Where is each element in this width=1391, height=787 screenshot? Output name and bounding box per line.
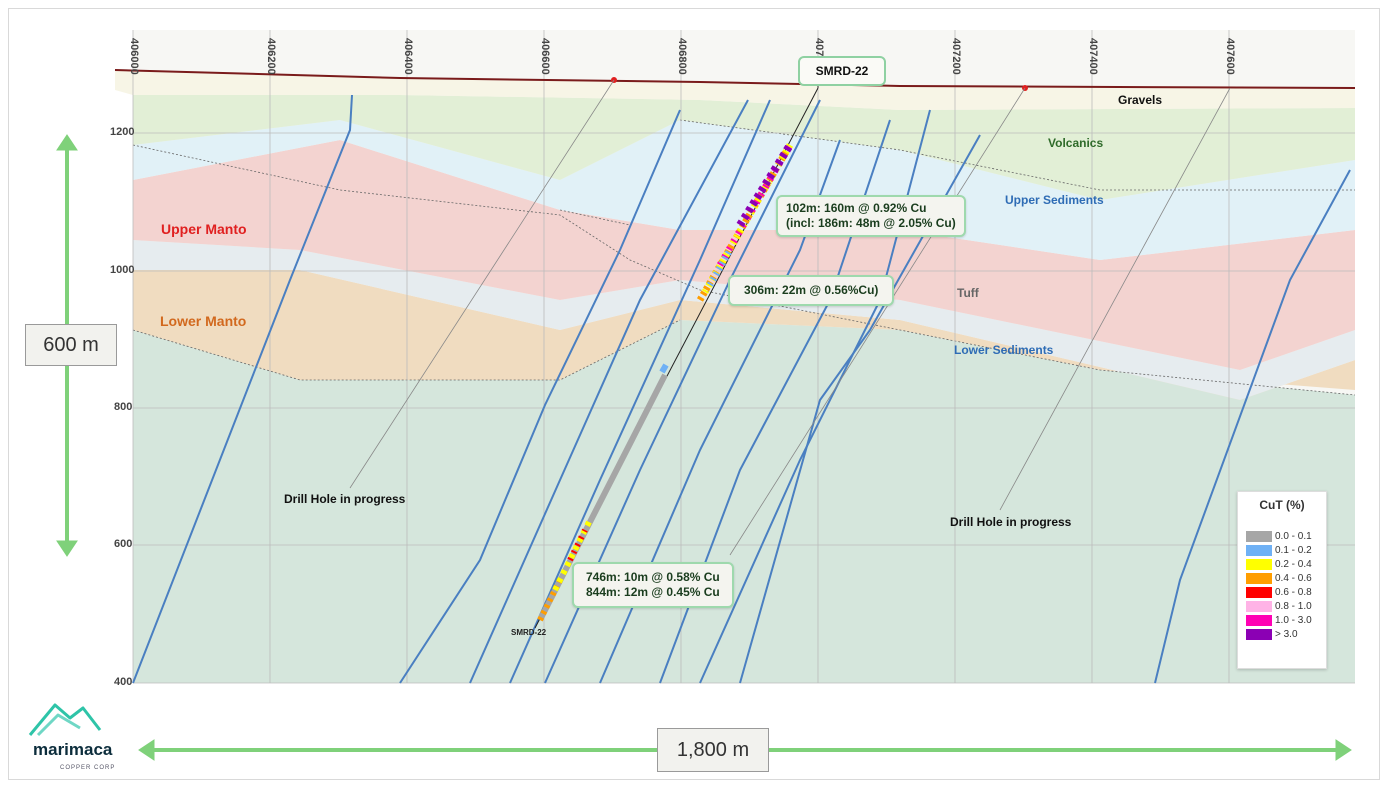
legend-item: 0.6 - 0.8 [1246,586,1312,599]
legend-swatch [1246,545,1272,556]
volcanics-zone [133,95,1355,200]
legend-swatch [1246,615,1272,626]
company-logo-sub: COPPER CORP [60,765,116,771]
x-tick: 407600 [1224,38,1236,75]
x-tick: 407400 [1087,38,1099,75]
legend-label: 0.8 - 1.0 [1275,601,1312,612]
assay-bars [537,142,794,622]
legend-swatch [1246,587,1272,598]
legend-item: 0.1 - 0.2 [1246,544,1312,557]
x-tick: 406200 [265,38,277,75]
drill-in-progress-label: Drill Hole in progress [950,515,1072,529]
callout-line: 746m: 10m @ 0.58% Cu [586,570,720,584]
topography-line [114,69,1356,89]
legend-label: 0.6 - 0.8 [1275,587,1312,598]
company-logo-icon [28,703,102,737]
drill-hole-label: SMRD-22 [798,56,886,86]
company-logo-name: marimaca [33,740,113,759]
legend-label: 1.0 - 3.0 [1275,615,1312,626]
x-tick: 406000 [128,38,140,75]
unit-label-upper-sediments: Upper Sediments [1005,193,1104,207]
upper-manto-zone [133,140,1355,370]
y-tick: 1000 [110,264,135,276]
unit-label-volcanics: Volcanics [1048,136,1104,150]
legend-label: 0.1 - 0.2 [1275,545,1312,556]
legend-item: 0.0 - 0.1 [1246,530,1312,543]
y-tick: 600 [114,538,133,550]
callout-line: 102m: 160m @ 0.92% Cu [786,201,927,215]
x-tick: 406800 [676,38,688,75]
drill-in-progress-label: Drill Hole in progress [284,492,406,506]
y-tick: 800 [114,401,133,413]
legend-swatch [1246,601,1272,612]
callout-line: (incl: 186m: 48m @ 2.05% Cu) [786,216,956,230]
legend-swatch [1246,573,1272,584]
lower-manto-zone [133,270,1355,400]
unit-label-tuff: Tuff [957,286,979,300]
unit-label-gravels: Gravels [1118,93,1163,107]
x-tick: 407200 [950,38,962,75]
gridlines [132,30,1355,684]
x-tick: 406400 [402,38,414,75]
legend-swatch [1246,559,1272,570]
legend-title: CuT (%) [1259,498,1305,512]
upper-sediments-zone [133,120,1355,260]
legend-item: 0.8 - 1.0 [1246,600,1312,613]
other-drill-traces [349,79,1231,556]
grade-legend: CuT (%) 0.0 - 0.1 0.1 - 0.2 0.2 - 0.4 0.… [1237,491,1327,669]
basement-zone [133,320,1355,683]
horizontal-scale-label: 1,800 m [657,728,769,772]
gravels-zone [115,70,1355,110]
drill-hole-bottom-label: SMRD-22 [511,628,547,637]
unit-label-lower-sediments: Lower Sediments [954,343,1054,357]
unit-label-lower-manto: Lower Manto [160,313,247,329]
legend-item: 1.0 - 3.0 [1246,614,1312,627]
legend-label: 0.2 - 0.4 [1275,559,1312,570]
vertical-scale-label: 600 m [25,324,117,366]
legend-label: 0.4 - 0.6 [1275,573,1312,584]
legend-label: 0.0 - 0.1 [1275,531,1312,542]
y-tick: 1200 [110,126,135,138]
legend-item: > 3.0 [1246,628,1298,641]
intercept-callout-bottom: 746m: 10m @ 0.58% Cu 844m: 12m @ 0.45% C… [572,562,734,608]
unit-label-upper-manto: Upper Manto [161,221,247,237]
intercept-callout-mid: 306m: 22m @ 0.56%Cu) [728,275,895,306]
legend-item: 0.4 - 0.6 [1246,572,1312,585]
x-tick: 406600 [539,38,551,75]
contact-lines [132,119,1356,396]
y-tick: 400 [114,676,133,688]
legend-swatch [1246,531,1272,542]
lower-sediments-zone [133,240,1355,400]
legend-swatch [1246,629,1272,640]
legend-item: 0.2 - 0.4 [1246,558,1312,571]
intercept-callout-top: 102m: 160m @ 0.92% Cu (incl: 186m: 48m @… [776,195,966,237]
callout-line: 844m: 12m @ 0.45% Cu [586,585,720,599]
legend-label: > 3.0 [1275,629,1298,640]
